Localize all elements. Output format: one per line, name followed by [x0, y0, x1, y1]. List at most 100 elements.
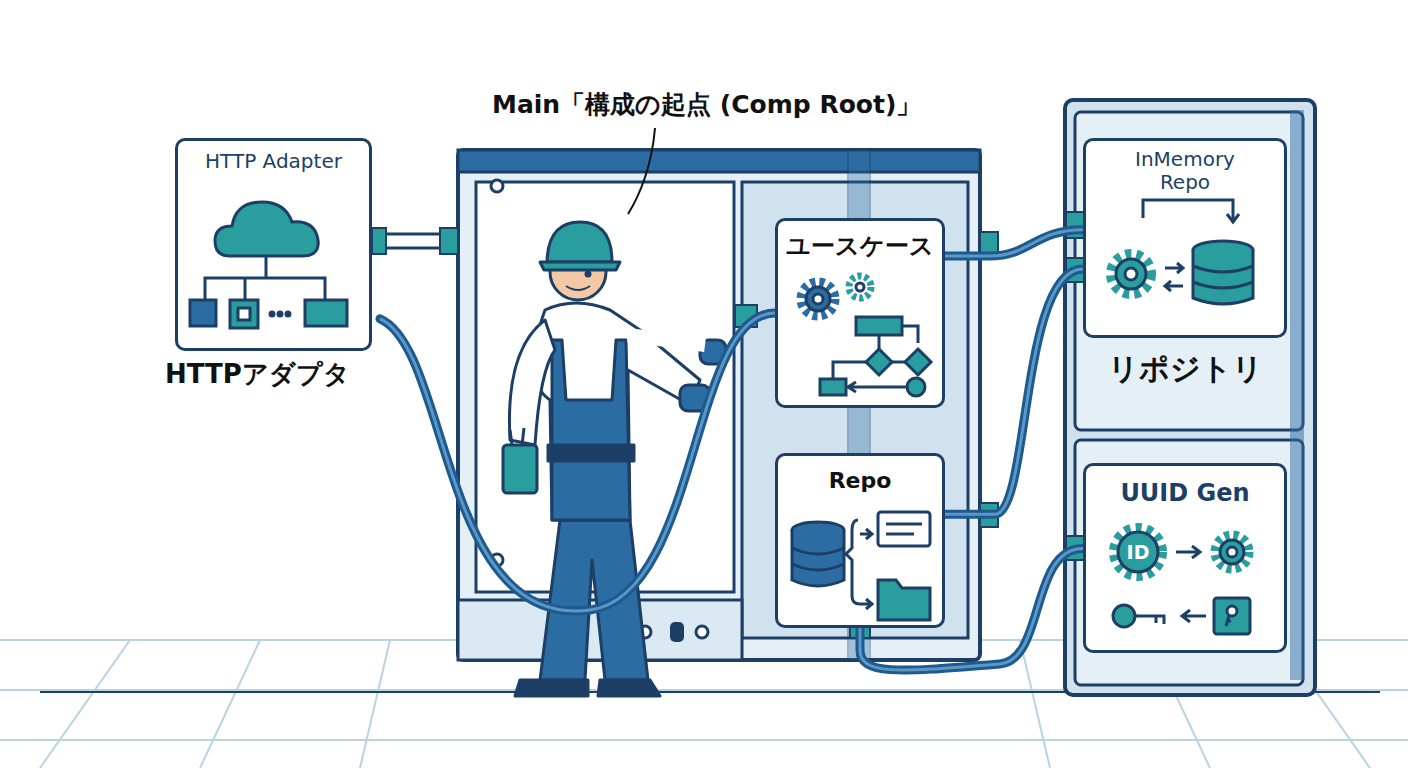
adapter-icon [190, 300, 216, 326]
repo-icon [1116, 259, 1146, 289]
usecase-panel: ユースケース [775, 218, 945, 408]
main-frame [458, 150, 980, 660]
repo-panel-icon [860, 529, 872, 539]
repo-panel-icon [886, 533, 914, 536]
cable-connector [945, 230, 1083, 256]
main-frame [458, 150, 980, 172]
right-cabinet [1065, 100, 1315, 695]
usecase-icon [801, 276, 931, 396]
uuid-icon [1176, 546, 1200, 558]
adapter-icon [205, 278, 325, 300]
worker-figure [628, 335, 705, 345]
adapter-pipe [372, 228, 386, 254]
worker-figure [548, 445, 634, 461]
usecase-icon [801, 282, 835, 316]
repo-icon [1143, 200, 1233, 220]
floor-grid [360, 640, 390, 768]
worker-figure [522, 428, 524, 445]
box-heading: UUID Gen [1086, 480, 1284, 508]
adapter-icon [270, 312, 274, 316]
worker-figure [509, 320, 555, 445]
worker-figure [552, 340, 630, 520]
repo-panel-icon [878, 512, 930, 546]
box-heading: HTTP Adapter [175, 150, 372, 173]
usecase-icon [813, 294, 823, 304]
repo-icon [1193, 250, 1253, 304]
usecase-icon [866, 349, 892, 375]
worker-figure [598, 680, 660, 696]
leader-line [628, 128, 655, 214]
adapter-icon [230, 300, 258, 328]
uuid-icon [1114, 528, 1162, 576]
uuid-icon [1118, 532, 1158, 572]
cable-connector [380, 313, 775, 611]
worker-figure [566, 286, 590, 290]
uuid-icon [1135, 616, 1164, 624]
adapter-icon [244, 278, 247, 300]
usecase-icon [892, 361, 905, 364]
main-frame [491, 180, 503, 192]
repo-panel-icon [878, 580, 930, 620]
adapter-box: HTTP AdapterHTTPアダプタ [160, 138, 380, 400]
worker-figure [586, 272, 590, 276]
cable-highlight [380, 313, 775, 611]
adapter-icon [286, 312, 290, 316]
cable-connector [945, 269, 1083, 514]
cable-highlight [945, 230, 1083, 256]
floor-grid [1020, 640, 1050, 768]
repo-icon [1165, 263, 1183, 273]
worker-figure [510, 430, 512, 445]
adapter-icon [238, 308, 250, 320]
repo-panel-icon [792, 512, 930, 620]
adapter-pipe [440, 228, 458, 254]
icon-label: ID [1127, 541, 1150, 563]
repo-panel-icon [886, 523, 922, 526]
uuid-gen-box: UUID GenID [1083, 463, 1287, 653]
cable-highlight [945, 269, 1083, 514]
uuid-icon [1227, 606, 1237, 616]
repo-panel-icon [846, 520, 860, 604]
worker-figure [503, 445, 537, 493]
right-cabinet [1075, 440, 1303, 685]
box-caption: リポジトリ [1083, 352, 1287, 387]
floor-grid [40, 640, 130, 768]
main-frame [696, 626, 708, 638]
adapter-icon [190, 202, 347, 328]
main-frame [458, 150, 980, 660]
worker-figure [515, 680, 588, 696]
usecase-icon [849, 276, 871, 298]
adapter-pipe [372, 228, 458, 254]
worker-figure [547, 222, 612, 262]
inmemory-repo-box: InMemory Repo リポジトリ [1083, 138, 1287, 400]
floor-grid [200, 640, 260, 768]
repo-panel: Repo [775, 453, 945, 628]
usecase-icon [907, 378, 925, 396]
uuid-icon [1226, 616, 1231, 626]
adapter-icon [278, 312, 282, 316]
repo-panel-icon [792, 530, 844, 586]
usecase-icon [833, 362, 866, 379]
repo-icon [1193, 266, 1253, 288]
uuid-icon [1215, 535, 1249, 569]
connector-plugs [735, 212, 1084, 638]
main-frame [670, 622, 684, 642]
box-heading: InMemory Repo [1115, 148, 1255, 194]
adapter-icon [215, 202, 318, 256]
uuid-icon [1182, 610, 1206, 622]
uuid-icon [1214, 598, 1250, 634]
repo-icon [1111, 254, 1151, 294]
worker-figure [540, 520, 648, 680]
worker-figure [540, 262, 620, 270]
usecase-icon [820, 379, 846, 395]
title-callout: Main「構成の起点 (Comp Root)」 [492, 88, 921, 121]
box-caption: HTTPアダプタ [165, 360, 380, 390]
box-heading: Repo [778, 468, 942, 493]
right-cabinet [1075, 112, 1303, 430]
repo-icon [1165, 281, 1183, 291]
repo-panel-icon [792, 548, 844, 570]
adapter-icon [305, 300, 347, 326]
repo-icon [1227, 214, 1239, 222]
repo-icon [1111, 200, 1253, 304]
repo-panel-icon [860, 599, 872, 609]
right-cabinet [1065, 100, 1315, 695]
